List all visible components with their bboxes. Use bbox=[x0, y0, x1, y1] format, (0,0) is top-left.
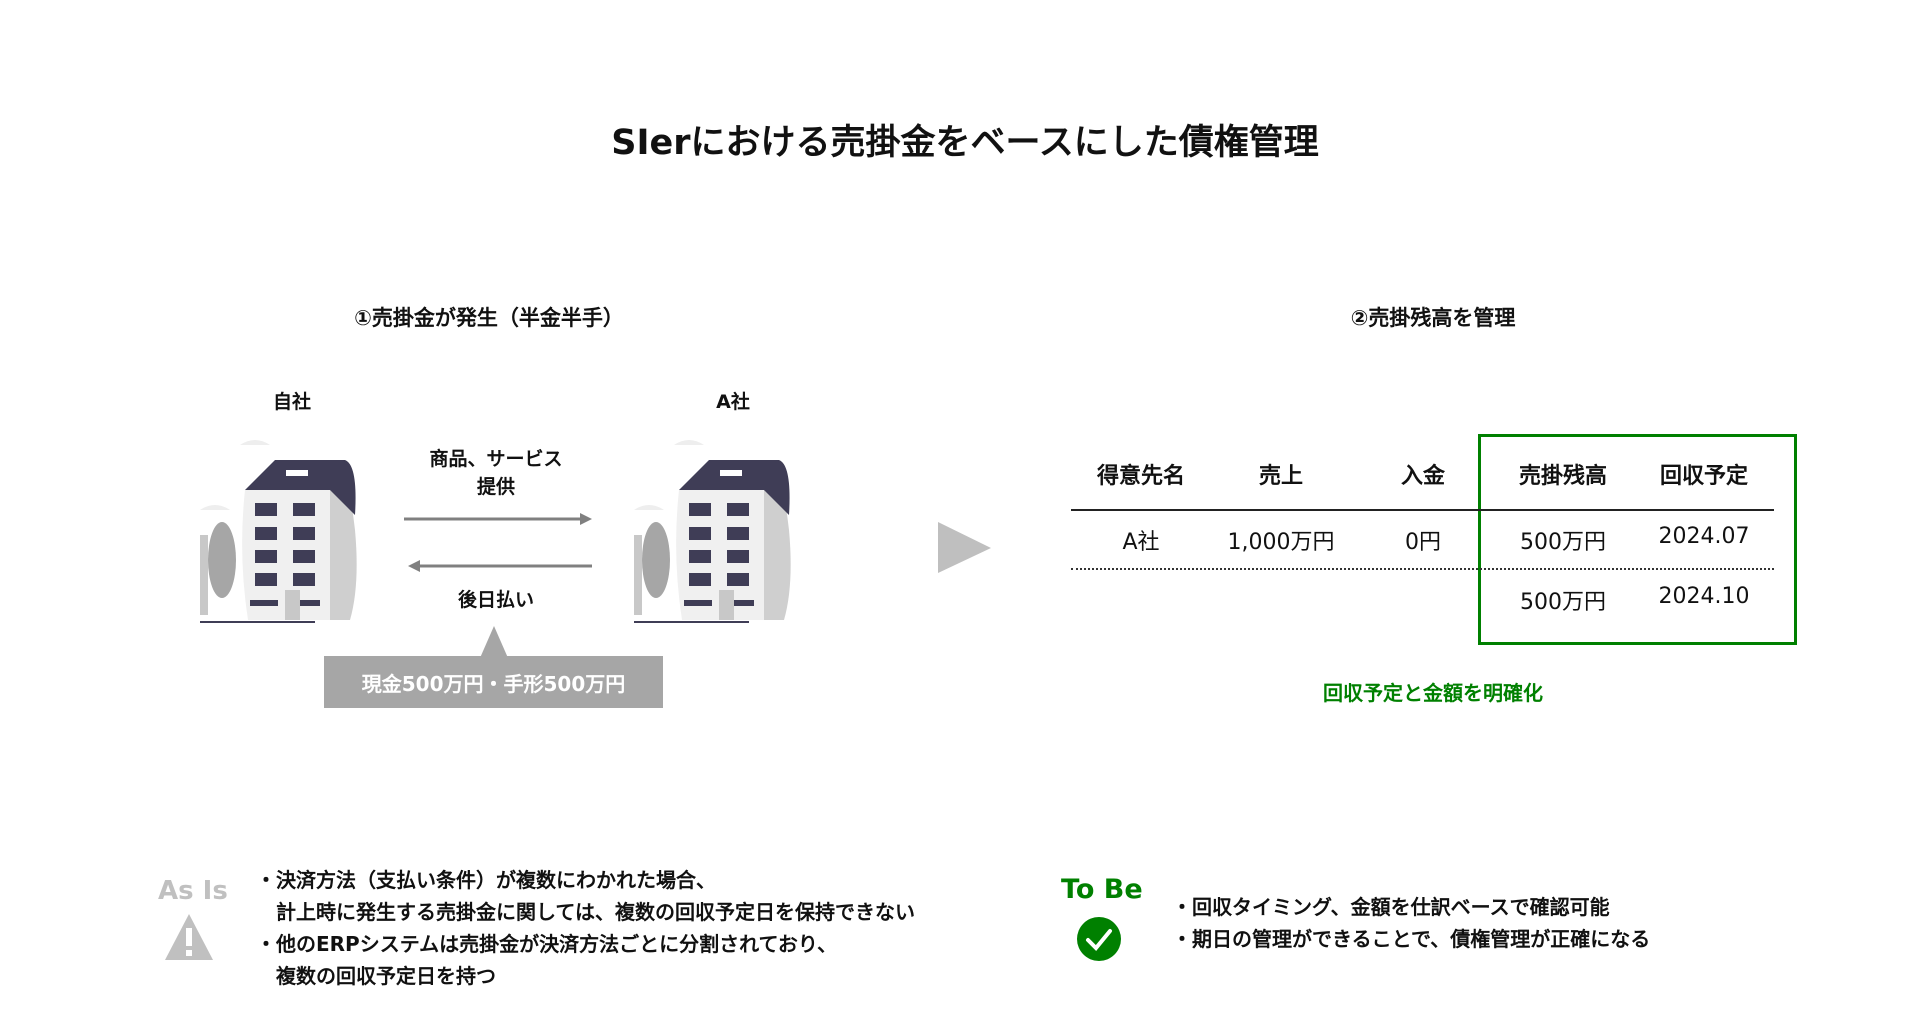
cell-sales: 1,000万円 bbox=[1227, 530, 1335, 555]
header-sales: 売上 bbox=[1258, 464, 1303, 489]
page-title: SIerにおける売掛金をベースにした債権管理 bbox=[611, 123, 1319, 163]
warning-icon bbox=[165, 914, 213, 960]
play-arrow-icon bbox=[938, 522, 991, 573]
arrow-top-label-2: 提供 bbox=[476, 476, 516, 498]
own-building-icon bbox=[200, 440, 357, 623]
partner-company-label: A社 bbox=[716, 391, 750, 413]
header-schedule: 回収予定 bbox=[1659, 464, 1748, 489]
as-is-label: As Is bbox=[158, 876, 228, 906]
highlight-caption: 回収予定と金額を明確化 bbox=[1323, 681, 1543, 705]
to-be-label: To Be bbox=[1061, 874, 1143, 905]
arrow-bottom-label: 後日払い bbox=[457, 589, 535, 611]
receivables-table: 得意先名 売上 入金 売掛残高 回収予定 A社 1,000万円 0円 500万円… bbox=[1071, 458, 1774, 615]
section2-heading: ②売掛残高を管理 bbox=[1350, 306, 1516, 330]
as-is-list: ・決済方法（支払い条件）が複数にわかれた場合、 計上時に発生する売掛金に関しては… bbox=[256, 864, 915, 992]
cell-balance: 500万円 bbox=[1520, 590, 1606, 615]
as-is-line: ・他のERPシステムは売掛金が決済方法ごとに分割されており、 bbox=[256, 932, 838, 956]
cell-customer: A社 bbox=[1122, 530, 1160, 555]
highlight-box bbox=[1478, 434, 1797, 645]
partner-building-icon bbox=[634, 440, 791, 623]
as-is-line: 計上時に発生する売掛金に関しては、複数の回収予定日を保持できない bbox=[256, 900, 915, 924]
cell-schedule: 2024.10 bbox=[1658, 584, 1750, 609]
cell-payment: 0円 bbox=[1405, 530, 1441, 555]
flow-arrows bbox=[404, 513, 592, 572]
header-divider bbox=[1071, 509, 1774, 511]
as-is-line: ・決済方法（支払い条件）が複数にわかれた場合、 bbox=[256, 868, 716, 892]
callout-pointer bbox=[480, 626, 508, 658]
payment-callout: 現金500万円・手形500万円 bbox=[324, 656, 663, 708]
as-is-line: 複数の回収予定日を持つ bbox=[256, 964, 496, 988]
row-divider bbox=[1071, 568, 1774, 570]
header-balance: 売掛残高 bbox=[1518, 464, 1607, 489]
to-be-line: ・期日の管理ができることで、債権管理が正確になる bbox=[1172, 927, 1651, 951]
arrow-right-icon bbox=[404, 513, 592, 525]
check-circle-icon bbox=[1077, 917, 1121, 961]
to-be-list: ・回収タイミング、金額を仕訳ベースで確認可能 ・期日の管理ができることで、債権管… bbox=[1172, 891, 1650, 955]
cell-balance: 500万円 bbox=[1520, 530, 1606, 555]
section1-heading: ①売掛金が発生（半金半手） bbox=[354, 306, 624, 330]
to-be-line: ・回収タイミング、金額を仕訳ベースで確認可能 bbox=[1172, 895, 1610, 919]
header-customer: 得意先名 bbox=[1096, 464, 1185, 489]
header-payment: 入金 bbox=[1400, 464, 1445, 489]
own-company-label: 自社 bbox=[272, 391, 312, 413]
arrow-left-icon bbox=[408, 560, 592, 572]
cell-schedule: 2024.07 bbox=[1658, 524, 1750, 549]
arrow-top-label-1: 商品、サービス bbox=[429, 448, 563, 470]
